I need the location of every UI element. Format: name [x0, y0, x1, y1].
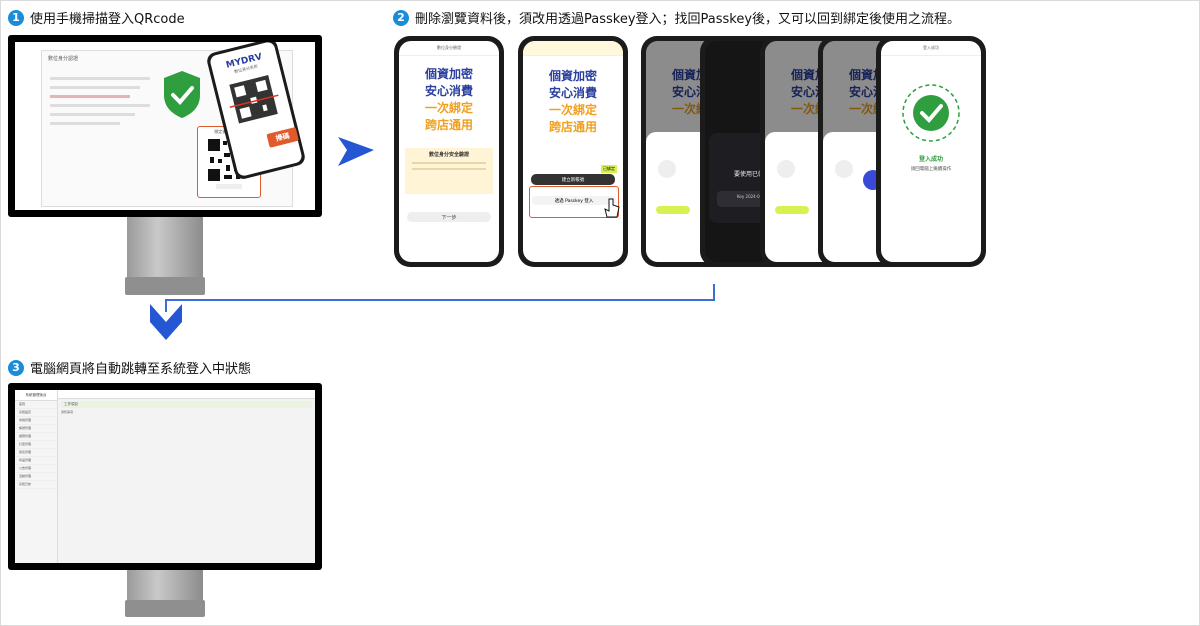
success-title: 登入成功: [918, 156, 943, 163]
dialog-key-name: Key 2024-07: [737, 194, 763, 199]
info-box: 數位身分安全驗證: [405, 148, 493, 194]
step-2-text: 刪除瀏覽資料後，須改用透過Passkey登入；找回Passkey後，又可以回到綁…: [415, 12, 961, 27]
sidebar-item[interactable]: 訂單管理: [15, 441, 57, 449]
monitor-3-stand: [127, 570, 203, 600]
phone-2: 個資加密 安心消費 一次綁定 跨店通用 已綁定 建立新帳號 透過 Passkey…: [518, 36, 628, 267]
step-2-number: 2: [393, 9, 409, 26]
success-check-icon: [902, 84, 960, 142]
slogan-3: 一次綁定: [424, 101, 473, 115]
passkey-login-button[interactable]: 透過 Passkey 登入: [532, 196, 616, 205]
monitor-3: 系統管理後台 首頁系統設定會員管理帳號管理權限管理訂單管理報表管理商品管理公告管…: [8, 383, 322, 617]
success-subtitle: 請回電腦上繼續操作: [910, 167, 952, 172]
shield-icon: [164, 71, 200, 118]
sidebar-item[interactable]: 權限管理: [15, 433, 57, 441]
login-page: 數位身分認證 綁定後 裝置掃描: [41, 50, 293, 207]
sidebar-item[interactable]: 活動管理: [15, 473, 57, 481]
monitor-1: 數位身分認證 綁定後 裝置掃描: [8, 35, 322, 295]
phone-7: 登入成功 登入成功 請回電腦上繼續操作: [876, 36, 986, 267]
slogan-1: 個資加密: [424, 67, 473, 81]
sidebar-item[interactable]: 報表管理: [15, 449, 57, 457]
pointer-hand-icon: [604, 198, 620, 218]
notice-item: 通知事項: [61, 410, 74, 414]
info-box-title: 數位身分安全驗證: [428, 152, 469, 158]
scanning-phone: MYDRV 數位身分系統 掃碼: [205, 42, 307, 181]
sidebar-item[interactable]: 帳號管理: [15, 425, 57, 433]
step-1-text: 使用手機掃描登入QRcode: [30, 12, 185, 27]
slogan-2: 安心消費: [548, 86, 597, 100]
phone-qr-icon: [229, 75, 279, 124]
bound-badge: 已綁定: [601, 165, 617, 173]
step-1-number: 1: [8, 9, 24, 26]
slogan-4: 跨店通用: [424, 118, 473, 132]
passkey-highlight: 透過 Passkey 登入: [529, 186, 619, 218]
monitor-1-stand: [127, 217, 203, 277]
slogan-1: 個資加密: [548, 69, 597, 83]
create-account-button[interactable]: 建立新帳號: [531, 174, 615, 185]
step-1-label: 1 使用手機掃描登入QRcode: [8, 8, 185, 27]
sidebar-item[interactable]: 會員管理: [15, 417, 57, 425]
monitor-3-base: [125, 600, 205, 617]
phone-1: 數位身分驗證 個資加密 安心消費 一次綁定 跨店通用 數位身分安全驗證 下一步: [394, 36, 504, 267]
sidebar-item[interactable]: 商品管理: [15, 457, 57, 465]
phone-7-header: 登入成功: [881, 41, 981, 56]
dialog-title: 要使用已儲存的: [733, 171, 776, 178]
sidebar-item[interactable]: 首頁: [15, 401, 57, 409]
step-3-text: 電腦網頁將自動跳轉至系統登入中狀態: [30, 362, 252, 377]
step-3-label: 3 電腦網頁將自動跳轉至系統登入中狀態: [8, 358, 251, 377]
tab-work-items[interactable]: 工作項目: [61, 401, 312, 408]
slogan-4: 跨店通用: [548, 120, 597, 134]
sidebar-item[interactable]: 公告管理: [15, 465, 57, 473]
admin-sidebar: 系統管理後台 首頁系統設定會員管理帳號管理權限管理訂單管理報表管理商品管理公告管…: [15, 390, 58, 563]
sidebar-menu: 首頁系統設定會員管理帳號管理權限管理訂單管理報表管理商品管理公告管理活動管理系統…: [15, 401, 57, 489]
monitor-1-base: [125, 277, 205, 295]
next-button[interactable]: 下一步: [407, 212, 491, 222]
sidebar-item[interactable]: 系統設定: [15, 409, 57, 417]
sidebar-title: 系統管理後台: [15, 390, 57, 401]
admin-main: 工作項目 通知事項: [58, 390, 315, 563]
slogan-3: 一次綁定: [548, 103, 597, 117]
login-page-title: 數位身分認證: [48, 56, 79, 62]
phone-1-header: 數位身分驗證: [399, 41, 499, 56]
step-3-number: 3: [8, 359, 24, 376]
step-2-label: 2 刪除瀏覽資料後，須改用透過Passkey登入；找回Passkey後，又可以回…: [393, 8, 960, 27]
sidebar-item[interactable]: 系統日誌: [15, 481, 57, 489]
slogan-2: 安心消費: [424, 84, 473, 98]
